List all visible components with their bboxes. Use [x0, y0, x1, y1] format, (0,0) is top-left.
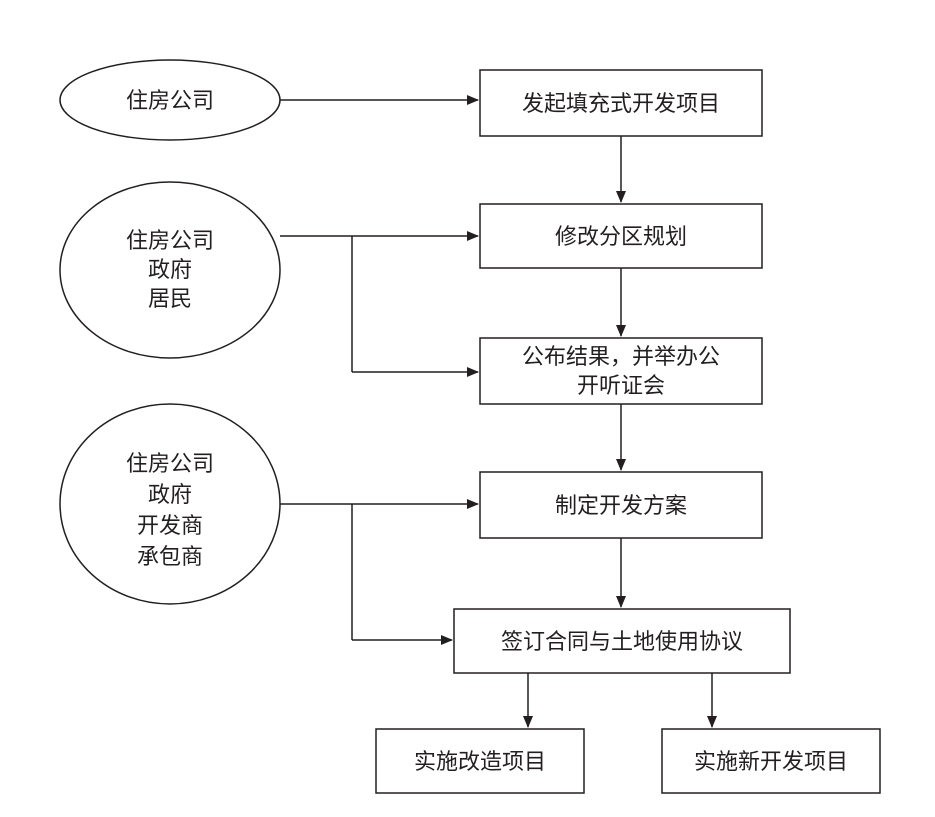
step-label: 发起填充式开发项目	[522, 92, 720, 117]
step-label: 签订合同与土地使用协议	[501, 630, 743, 655]
step-label: 实施新开发项目	[694, 750, 848, 775]
step-label-line: 开听证会	[577, 374, 665, 399]
step-label: 制定开发方案	[555, 494, 687, 519]
step-sign-contracts: 签订合同与土地使用协议	[453, 608, 791, 674]
step-label-line: 公布结果，并举办公	[522, 345, 720, 370]
actor-housing-company-government-residents: 住房公司 政府 居民	[59, 181, 281, 359]
step-implement-renovation: 实施改造项目	[375, 728, 585, 794]
actor-label-line: 开发商	[137, 514, 203, 539]
actor-label-line: 居民	[148, 287, 192, 312]
actor-label-line: 住房公司	[126, 229, 214, 254]
step-label: 实施改造项目	[414, 750, 546, 775]
actor-label-line: 政府	[148, 258, 192, 283]
step-revise-zoning: 修改分区规划	[479, 203, 763, 269]
step-development-plan: 制定开发方案	[479, 471, 763, 539]
actor-housing-company-government-developer-contractor: 住房公司 政府 开发商 承包商	[59, 403, 281, 605]
step-initiate-infill-project: 发起填充式开发项目	[479, 69, 763, 137]
actor-label-line: 承包商	[137, 545, 203, 570]
actor-housing-company: 住房公司	[59, 59, 281, 141]
step-label: 修改分区规划	[555, 225, 687, 250]
actor-label-line: 政府	[148, 483, 192, 508]
actor-label-line: 住房公司	[126, 452, 214, 477]
step-publish-results-hearing: 公布结果，并举办公 开听证会	[479, 337, 763, 405]
step-implement-new-development: 实施新开发项目	[661, 728, 881, 794]
actor-housing-company-label: 住房公司	[126, 89, 214, 114]
